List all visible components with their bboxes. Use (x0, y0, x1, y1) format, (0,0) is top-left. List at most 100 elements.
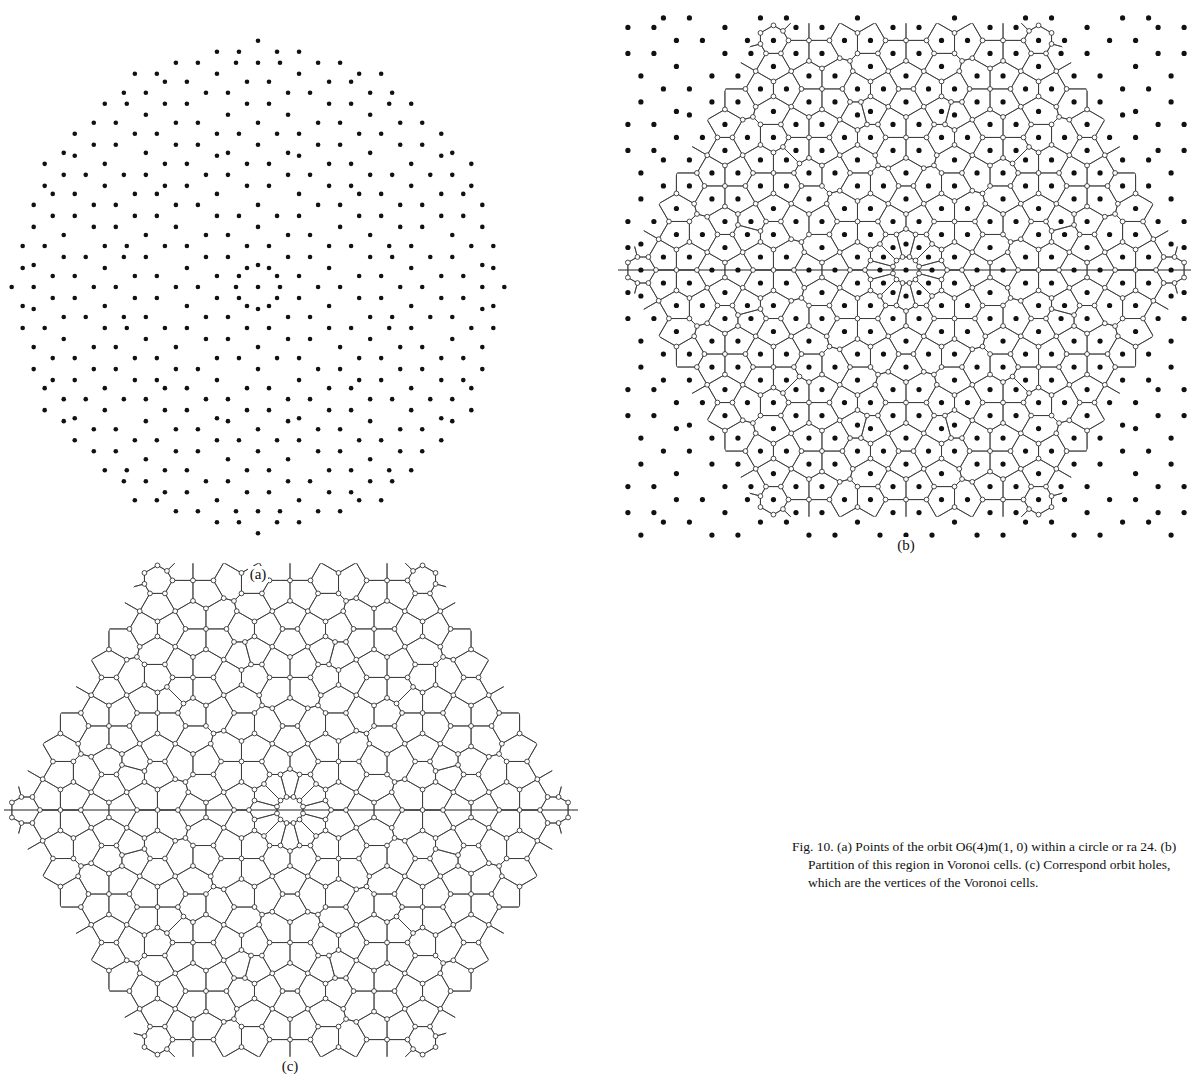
voronoi-edge (799, 520, 809, 525)
orbit-point (338, 285, 343, 290)
orbit-point (297, 356, 302, 361)
voronoi-edge (756, 336, 774, 346)
voronoi-edge (756, 319, 766, 337)
voronoi-edge (661, 137, 666, 147)
voronoi-edge (623, 326, 641, 336)
orbit-point (124, 468, 129, 473)
voronoi-edge (822, 472, 840, 482)
orbit-point (357, 214, 362, 219)
voronoi-edge (623, 204, 641, 214)
voronoi-edge (738, 309, 761, 315)
voronoi-edge (809, 520, 822, 528)
voronoi-edge (725, 472, 738, 480)
voronoi-edge (1003, 14, 1013, 19)
orbit-point (469, 386, 474, 391)
orbit-point (275, 214, 280, 219)
orbit-point (144, 337, 149, 342)
voronoi-edge (914, 336, 924, 354)
voronoi-edge (1021, 291, 1039, 301)
voronoi-edge (697, 420, 707, 438)
orbit-point (196, 60, 201, 65)
voronoi-edge (888, 326, 906, 336)
voronoi-edge (955, 242, 973, 252)
voronoi-edge (875, 23, 885, 41)
orbit-point (72, 192, 77, 197)
voronoi-edge (659, 107, 669, 125)
voronoi-edge (680, 410, 690, 415)
orbit-point (450, 419, 455, 424)
voronoi-edge (661, 124, 669, 137)
orbit-point (439, 378, 444, 383)
voronoi-edge (840, 367, 850, 385)
voronoi-edge (927, 137, 937, 155)
orbit-point (163, 184, 168, 189)
orbit-point (368, 397, 373, 402)
voronoi-edge (781, 107, 791, 125)
voronoi-edge (896, 234, 902, 257)
orbit-point (390, 90, 395, 95)
voronoi-edge (924, 556, 942, 566)
voronoi-edge (924, 53, 934, 71)
voronoi-edge (1011, 89, 1021, 107)
voronoi-edge (924, 433, 942, 443)
orbit-point (316, 142, 321, 147)
voronoi-edge (791, 423, 809, 433)
orbit-point (439, 296, 444, 301)
orbit-point (297, 71, 302, 76)
voronoi-edge (809, 12, 822, 20)
orbit-point (275, 274, 280, 279)
orbit-point (113, 449, 118, 454)
orbit-point (113, 427, 118, 432)
orbit-point (196, 367, 201, 372)
voronoi-edge (975, 319, 985, 337)
voronoi-edge (1074, 490, 1079, 500)
orbit-point (278, 285, 283, 290)
voronoi-edge (694, 469, 697, 479)
voronoi-edge (972, 482, 982, 500)
voronoi-edge (1011, 548, 1021, 566)
orbit-point (122, 173, 127, 178)
voronoi-edge (600, 270, 610, 288)
voronoi-edge (1087, 517, 1105, 527)
voronoi-edge (1115, 469, 1118, 479)
voronoi-edge (732, 385, 742, 403)
voronoi-edge (955, 385, 973, 395)
orbit-point (122, 479, 127, 484)
voronoi-edge (689, 120, 707, 130)
orbit-point (379, 438, 384, 443)
voronoi-edge (689, 120, 707, 130)
orbit-point (469, 408, 474, 413)
orbit-point (349, 162, 354, 167)
voronoi-edge (661, 137, 666, 147)
voronoi-edge (707, 206, 725, 216)
orbit-point (390, 173, 395, 178)
voronoi-edge (1039, 433, 1057, 443)
orbit-point (327, 266, 332, 271)
orbit-point (133, 214, 138, 219)
orbit-point (20, 326, 25, 331)
orbit-point (357, 296, 362, 301)
voronoi-edge (962, 5, 972, 23)
voronoi-edge (1003, 61, 1021, 71)
voronoi-edge (707, 12, 725, 22)
orbit-point (316, 449, 321, 454)
voronoi-edge (1011, 451, 1021, 469)
voronoi-edge (1069, 375, 1087, 385)
voronoi-edge (725, 517, 743, 527)
voronoi-edge (738, 490, 761, 496)
voronoi-edge (878, 204, 888, 222)
voronoi-edge (745, 548, 755, 566)
orbit-point (368, 112, 373, 117)
voronoi-edge (865, 535, 870, 545)
orbit-point (226, 337, 231, 342)
orbit-point (155, 378, 160, 383)
voronoi-edge (972, 12, 990, 22)
voronoi-edge (676, 388, 689, 396)
voronoi-edge (756, 556, 774, 566)
orbit-point (338, 427, 343, 432)
voronoi-edge (972, 12, 990, 22)
voronoi-edge (809, 12, 822, 20)
orbit-point (185, 408, 190, 413)
orbit-point (256, 427, 261, 432)
voronoi-edge (659, 193, 677, 203)
